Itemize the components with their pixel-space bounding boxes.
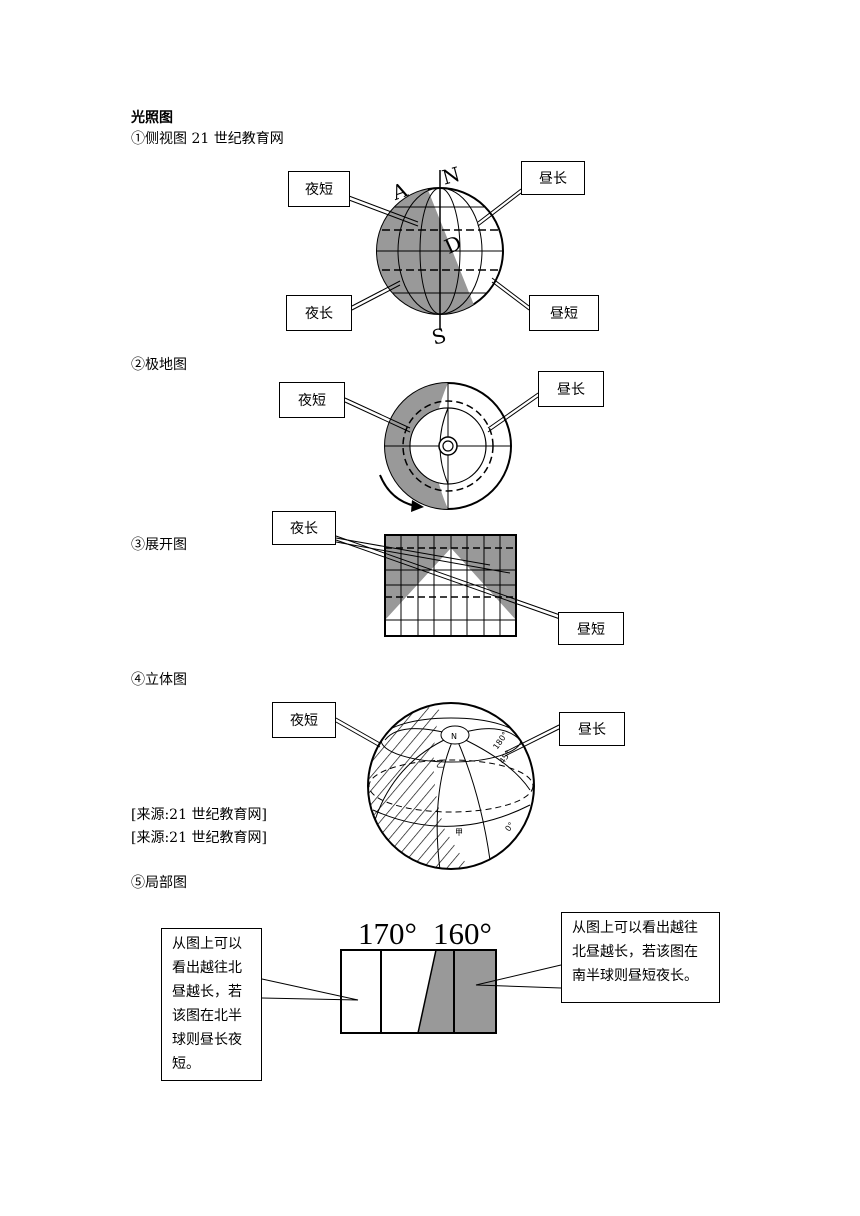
- local-left-note: 从图上可以看出越往北昼越长，若该图在北半球则昼长夜短。: [161, 928, 262, 1081]
- label-day-long-1: 昼长: [521, 161, 585, 195]
- section-local-view-heading: ⑤局部图: [131, 875, 187, 891]
- lon-170-label: 170°: [358, 916, 417, 951]
- source-note-2: [来源:21 世纪教育网]: [131, 830, 267, 846]
- rotation-arrow-icon: [379, 474, 416, 507]
- section-polar-view-heading: ②极地图: [131, 357, 187, 373]
- section-side-view-heading: ①侧视图 21 世纪教育网: [131, 131, 284, 147]
- section-stereo-view-heading: ④立体图: [131, 672, 187, 688]
- local-right-note: 从图上可以看出越往北昼越长，若该图在南半球则昼短夜长。: [561, 912, 720, 1003]
- stereo-n-mark: N: [451, 732, 457, 741]
- label-day-short-1: 昼短: [529, 295, 599, 331]
- source-note-1: [来源:21 世纪教育网]: [131, 807, 267, 823]
- label-day-long-2: 昼长: [538, 371, 604, 407]
- stereo-night-hatching: [368, 703, 470, 869]
- stereo-jia-mark: 甲: [455, 828, 463, 837]
- stereo-yi-mark: 乙: [436, 759, 445, 770]
- label-night-long-1: 夜长: [286, 295, 352, 331]
- local-night-shading: [418, 950, 496, 1033]
- label-day-short-3: 昼短: [558, 612, 624, 645]
- label-night-short-1: 夜短: [288, 171, 350, 207]
- lon-160-label: 160°: [433, 916, 492, 951]
- label-night-short-4: 夜短: [272, 702, 336, 738]
- letter-n: N: [439, 162, 462, 190]
- section-unfolded-view-heading: ③展开图: [131, 537, 187, 553]
- label-day-long-4: 昼长: [559, 712, 625, 746]
- label-night-long-3: 夜长: [272, 511, 336, 545]
- label-night-short-2: 夜短: [279, 382, 345, 418]
- stereo-0-mark: 0°: [503, 821, 516, 834]
- page-title: 光照图: [131, 110, 173, 126]
- letter-s: S: [429, 323, 448, 350]
